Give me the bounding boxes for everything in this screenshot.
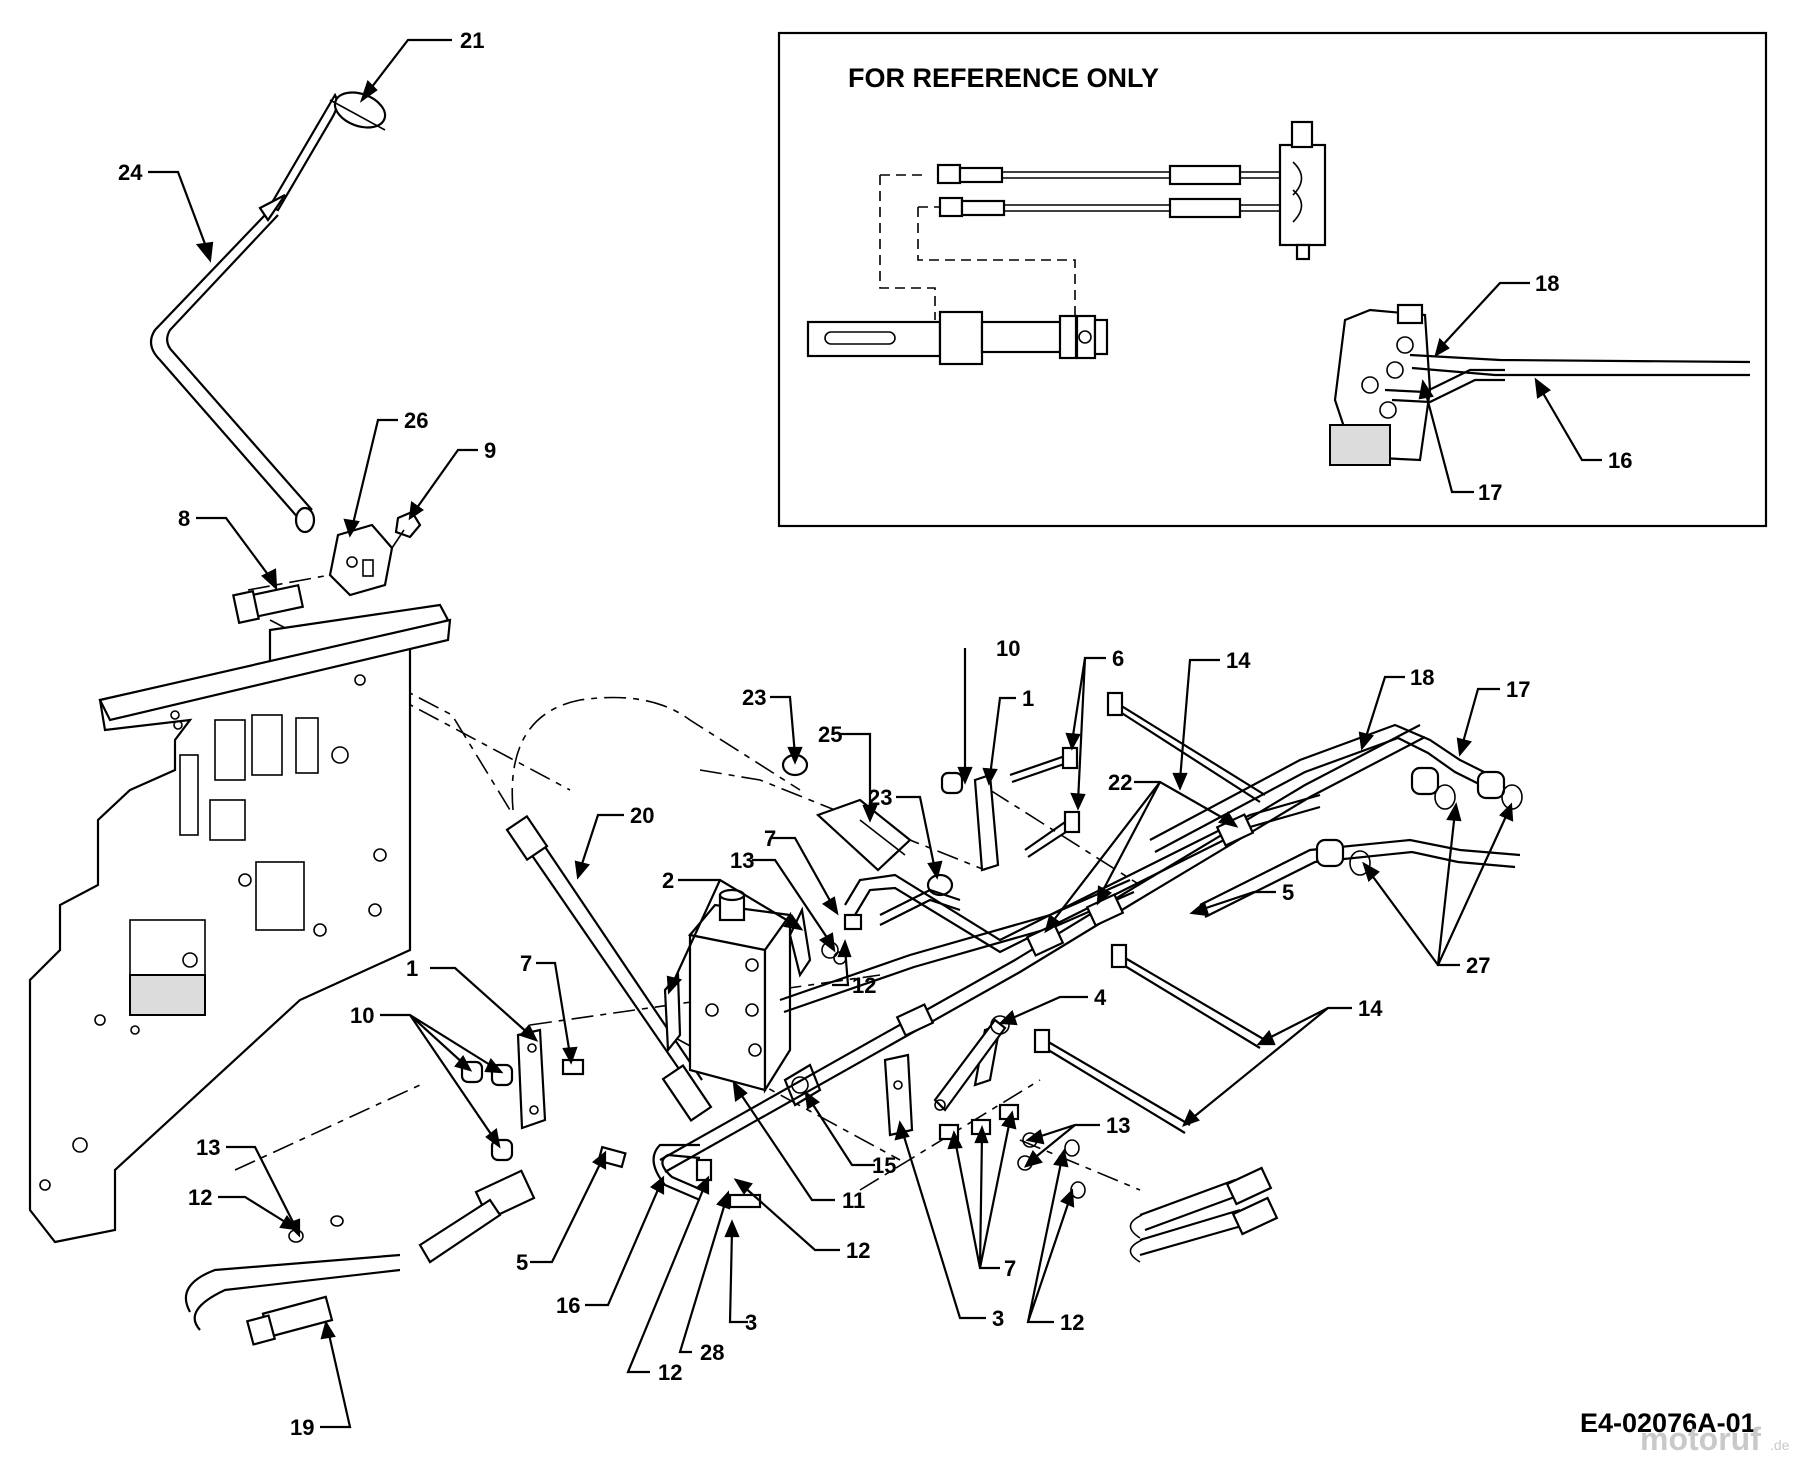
callout-1-top: 1 (1022, 686, 1034, 711)
callout-13-left: 13 (196, 1135, 220, 1160)
watermark-suffix: .de (1770, 1437, 1790, 1453)
callout-12-left: 12 (188, 1185, 212, 1210)
callout-1-left: 1 (406, 956, 418, 981)
ref-pump-assembly (1329, 303, 1751, 466)
callout-6: 6 (1112, 646, 1124, 671)
ref-control-valve (1278, 120, 1327, 261)
callout-21: 21 (460, 28, 484, 53)
leader-lines (148, 38, 1602, 1429)
callout-7-lower: 7 (1004, 1256, 1016, 1281)
hose-16-loop (652, 1143, 762, 1209)
callout-22: 22 (1108, 770, 1132, 795)
reference-frame (777, 31, 1768, 528)
axis-line-arc (511, 696, 801, 811)
nuts-10-left (460, 1060, 514, 1162)
clamp-4 (933, 1015, 1010, 1112)
bolts-6 (1009, 746, 1081, 858)
callout-18-right: 18 (1410, 665, 1434, 690)
callout-10-top: 10 (996, 636, 1020, 661)
callout-27: 27 (1466, 953, 1490, 978)
callout-24: 24 (118, 160, 143, 185)
frame-plate (28, 603, 452, 1244)
ref-hose-lower (938, 189, 1309, 219)
callout-12-lower-right: 12 (1060, 1310, 1084, 1335)
callout-17-inset: 17 (1478, 480, 1502, 505)
callout-16-inset: 16 (1608, 448, 1632, 473)
lever-bracket (247, 523, 394, 597)
reference-title: FOR REFERENCE ONLY (848, 63, 1159, 93)
nut-9 (394, 510, 422, 539)
callout-10-left: 10 (350, 1003, 374, 1028)
fittings-7-13-12-center (821, 888, 961, 965)
tube-11 (659, 724, 1421, 1161)
callout-11: 11 (842, 1188, 865, 1213)
callout-5-top: 5 (1282, 880, 1294, 905)
callout-25: 25 (818, 722, 842, 747)
bolts-14 (1033, 691, 1266, 1134)
callout-19: 19 (290, 1415, 314, 1440)
hose-20 (505, 814, 713, 1122)
ref-hose-upper (936, 159, 1309, 186)
bracket-3-right (883, 1053, 914, 1137)
callout-5-lower: 5 (516, 1250, 528, 1275)
callout-23-mid: 23 (868, 785, 892, 810)
callout-15: 15 (872, 1153, 896, 1178)
callout-26: 26 (404, 408, 428, 433)
callout-18-inset: 18 (1535, 271, 1559, 296)
bracket-1-left (516, 1028, 547, 1130)
callout-numbers: 21 24 26 9 8 18 17 16 10 6 14 18 17 1 23… (118, 28, 1632, 1440)
callout-9: 9 (484, 438, 496, 463)
callout-17-right: 17 (1506, 677, 1530, 702)
callout-13-right: 13 (1106, 1113, 1130, 1138)
callout-8: 8 (178, 506, 190, 531)
callout-7-mid: 7 (764, 826, 776, 851)
bolt-8 (232, 583, 305, 625)
callout-12-bottom: 12 (658, 1360, 682, 1385)
callout-16-lower: 16 (556, 1293, 580, 1318)
callout-13-mid: 13 (730, 848, 754, 873)
ref-hydraulic-cylinder (806, 310, 1109, 366)
callout-23-top: 23 (742, 685, 766, 710)
ref-dashed-route-1 (879, 174, 936, 320)
tubes-22 (779, 793, 1321, 1037)
axis-line-8 (1019, 1139, 1141, 1191)
axis-line-6 (234, 1084, 421, 1171)
callout-12-center: 12 (846, 1238, 870, 1263)
tube-18-17-right (1149, 723, 1521, 918)
bracket-1-right (940, 771, 1000, 872)
callout-2: 2 (662, 868, 674, 893)
nut-9-axis (391, 529, 405, 549)
callout-28: 28 (700, 1340, 724, 1365)
callout-12-mid: 12 (852, 973, 876, 998)
hose-ends-lower-right (1129, 1166, 1279, 1263)
tube-11-b (664, 736, 1426, 1173)
callout-7-left: 7 (520, 951, 532, 976)
ref-dashed-route-2 (917, 206, 1076, 320)
callout-3-lower: 3 (745, 1310, 757, 1335)
fittings-23-25 (781, 753, 954, 897)
callout-14-top: 14 (1226, 648, 1251, 673)
callout-4: 4 (1094, 985, 1107, 1010)
bolt-7-left (561, 1058, 585, 1076)
reference-inset: FOR REFERENCE ONLY (777, 31, 1768, 528)
callout-3-right: 3 (992, 1306, 1004, 1331)
lift-lever (149, 91, 387, 534)
drawing-code: E4-02076A-01 (1580, 1408, 1756, 1438)
callout-14-lower: 14 (1358, 996, 1383, 1021)
fitting-and-hose-19 (184, 1169, 536, 1346)
watermark-brand: motoruf (1640, 1421, 1761, 1457)
callout-20: 20 (630, 803, 654, 828)
